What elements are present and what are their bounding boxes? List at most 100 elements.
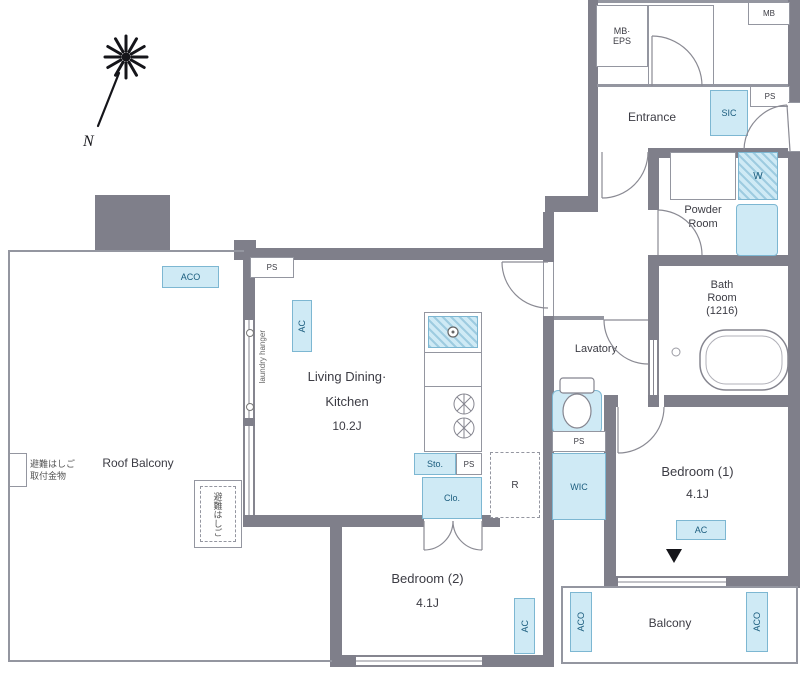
window <box>618 576 726 588</box>
mb-eps-label: MB· <box>613 26 631 36</box>
ps-shaft-lavatory: PS <box>552 431 606 452</box>
wall-segment <box>588 0 598 200</box>
ldk-label: Living Dining· <box>307 369 387 384</box>
roof-balcony-edge <box>8 660 332 662</box>
wall-segment <box>648 148 659 210</box>
wall-segment <box>482 515 500 527</box>
ps-label: PS <box>463 459 475 469</box>
bedroom1-size-label: 4.1J <box>686 487 709 501</box>
ac-unit-bedroom2: AC <box>514 598 535 654</box>
wall-segment <box>648 255 790 266</box>
sic-label: SIC <box>721 108 737 118</box>
balcony-label: Balcony <box>648 616 692 630</box>
escape-hatch: 避難はしご <box>194 480 242 548</box>
ac-label: AC <box>297 319 307 333</box>
wic-closet: WIC <box>552 453 606 520</box>
ps-shaft-top: PS <box>750 86 790 107</box>
laundry-hanger-note: laundry hanger <box>256 330 268 415</box>
bedroom2-label: Bedroom (2) <box>391 571 464 586</box>
ldk-size-label: 10.2J <box>332 419 362 433</box>
lavatory-label: Lavatory <box>574 343 618 355</box>
aco-unit-balcony-right: ACO <box>746 592 768 652</box>
wall-segment <box>664 395 790 407</box>
window <box>243 426 255 516</box>
wall-segment <box>604 395 618 407</box>
ps-label: PS <box>266 263 278 272</box>
closet-label: Clo. <box>443 493 460 503</box>
counter-line <box>425 386 481 387</box>
ps-label: PS <box>764 92 776 101</box>
mb-eps-label: EPS <box>612 36 631 46</box>
washstand-counter <box>670 152 736 200</box>
escape-ladder-label: 避難はしご <box>212 491 223 537</box>
bath-sliding-door <box>648 340 659 395</box>
aco-label: ACO <box>576 612 586 632</box>
wall-segment <box>604 407 616 588</box>
ac-label: AC <box>694 525 708 535</box>
direction-triangle-icon <box>666 549 682 563</box>
ldk-label: Kitchen <box>325 394 369 409</box>
closet-box: Clo. <box>422 477 482 519</box>
wash-basin <box>736 204 778 256</box>
ldk-door-gap <box>543 262 554 316</box>
entrance-door-gap <box>788 102 800 152</box>
boundary-line <box>588 0 798 3</box>
wall-pillar <box>95 195 170 250</box>
balcony-edge <box>796 586 798 664</box>
kitchen-sink <box>428 316 478 348</box>
wall-segment <box>243 418 255 426</box>
wall-segment <box>788 152 800 588</box>
wall-segment <box>648 255 659 340</box>
wall-segment <box>543 516 554 667</box>
aco-unit-roof-balcony: ACO <box>162 266 219 288</box>
bedroom2-size-label: 4.1J <box>416 596 439 610</box>
window <box>356 655 482 667</box>
powder-room-label: Room <box>688 218 718 230</box>
powder-room-label: Powder <box>684 204 722 216</box>
compass-icon <box>96 34 149 128</box>
ps-label: PS <box>573 437 585 446</box>
wall-segment <box>726 576 790 588</box>
sic-cabinet: SIC <box>710 90 748 136</box>
wall-segment <box>604 576 618 588</box>
washer-space: W <box>738 152 778 200</box>
ps-shaft-living: PS <box>250 257 294 278</box>
escape-hatch-note: 取付金物 <box>30 471 67 481</box>
north-label: N <box>82 133 95 150</box>
aco-unit-balcony-left: ACO <box>570 592 592 652</box>
washer-label: W <box>753 170 763 182</box>
aco-label: ACO <box>752 612 762 632</box>
balcony-edge <box>561 586 798 588</box>
wall-segment <box>788 0 800 102</box>
wall-segment <box>543 212 554 262</box>
bath-room-label: (1216) <box>706 305 738 317</box>
refrigerator-space: R <box>490 452 540 518</box>
escape-hatch-inner <box>200 486 236 542</box>
mb-label: MB <box>763 9 775 18</box>
wall-segment <box>330 655 356 667</box>
bedroom1-label: Bedroom (1) <box>661 464 734 479</box>
wall-segment <box>243 515 424 527</box>
window <box>243 320 255 418</box>
ac-unit-living: AC <box>292 300 312 352</box>
entrance-closet <box>648 5 714 85</box>
wall-segment <box>648 395 659 407</box>
entrance-label: Entrance <box>627 110 677 124</box>
aco-label: ACO <box>180 272 201 282</box>
roof-balcony-label: Roof Balcony <box>102 456 174 470</box>
mb-shaft: MB <box>748 2 790 25</box>
counter-line <box>425 352 481 353</box>
escape-hatch-bracket <box>9 453 27 487</box>
ac-unit-bedroom1: AC <box>676 520 726 540</box>
wall-segment <box>545 196 598 212</box>
balcony-edge <box>561 662 798 664</box>
wall-segment <box>543 316 554 516</box>
escape-hatch-note: 避難はしご <box>30 459 76 469</box>
storage-box: Sto. <box>414 453 456 475</box>
laundry-hanger-label: laundry hanger <box>257 330 267 384</box>
mb-eps-shaft: MB· EPS <box>596 5 648 67</box>
boundary-line <box>554 316 604 320</box>
roof-balcony-edge <box>8 250 244 252</box>
bathtub-icon <box>671 329 789 391</box>
